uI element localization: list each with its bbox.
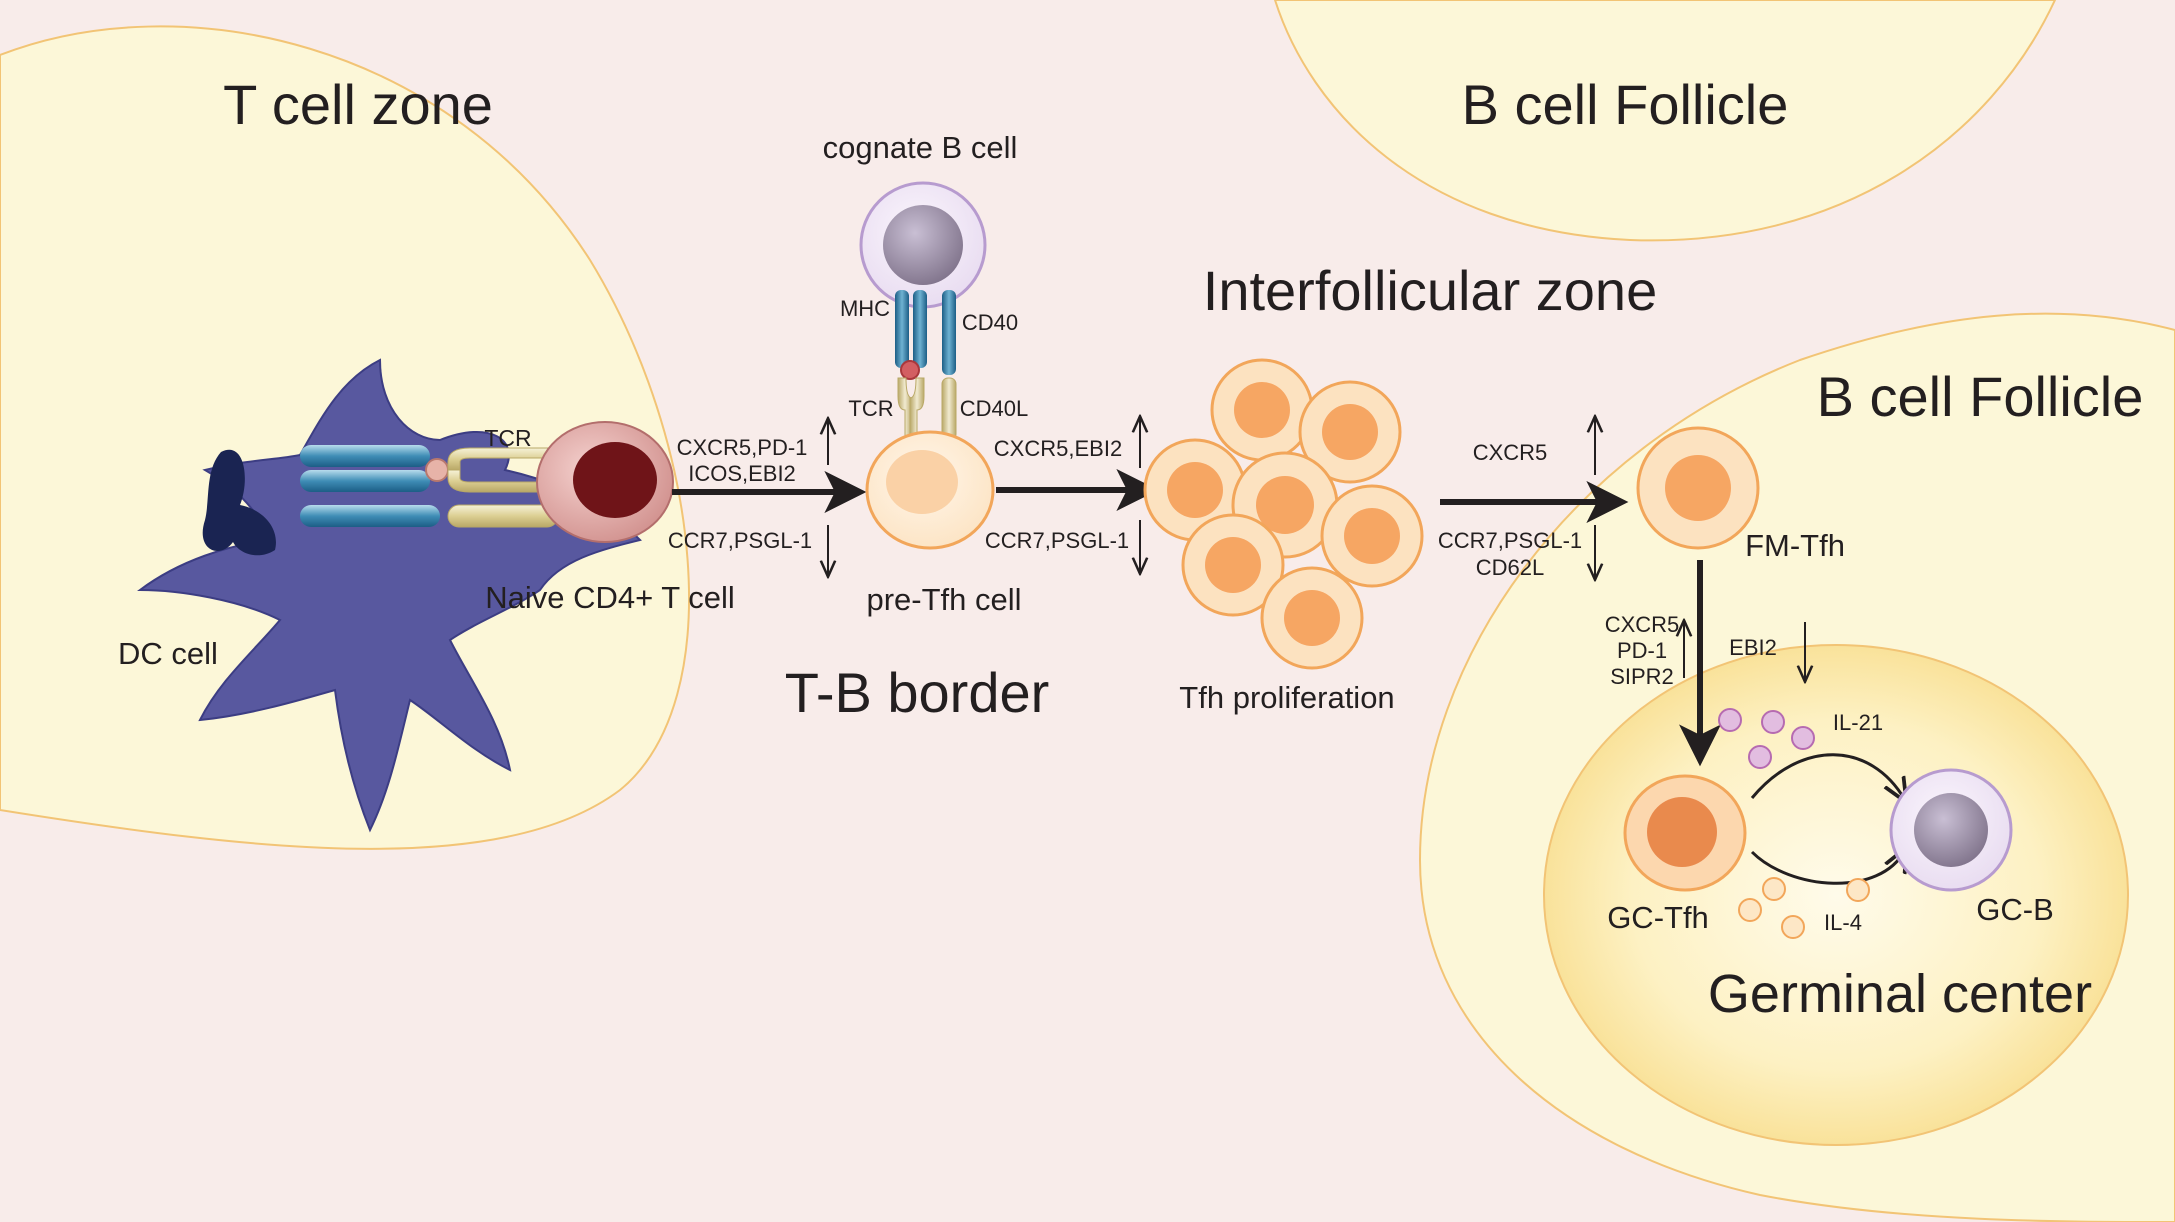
tfh-cell bbox=[1181, 513, 1285, 617]
step3-up-markers: CXCR5 bbox=[1473, 440, 1548, 465]
cd40l-label: CD40L bbox=[960, 396, 1028, 421]
tfh-cell bbox=[1260, 566, 1364, 670]
t-cell-zone-title: T cell zone bbox=[223, 73, 493, 136]
step2-down-markers: CCR7,PSGL-1 bbox=[985, 528, 1129, 553]
step1-up-markers-line2: ICOS,EBI2 bbox=[688, 461, 796, 486]
il4-cytokines bbox=[1738, 877, 1870, 939]
pre-tfh-cell-label: pre-Tfh cell bbox=[866, 582, 1021, 617]
gc-tfh-label: GC-Tfh bbox=[1607, 900, 1709, 935]
fm-tfh-cell bbox=[1636, 426, 1760, 550]
step4-up-markers-line1: CXCR5 bbox=[1605, 612, 1680, 637]
gc-b-cell bbox=[1889, 768, 2013, 892]
il4-label: IL-4 bbox=[1824, 910, 1862, 935]
tfh-cell bbox=[1143, 438, 1247, 542]
tfh-cell bbox=[1210, 358, 1314, 462]
il21-cytokines bbox=[1718, 708, 1815, 769]
b-t-receptor-complex bbox=[895, 290, 957, 441]
b-cell-follicle-right-title: B cell Follicle bbox=[1817, 365, 2144, 428]
naive-cd4-t-cell-label: Naive CD4+ T cell bbox=[485, 580, 735, 615]
tfh-proliferation-label: Tfh proliferation bbox=[1179, 680, 1394, 715]
tcr-b-label: TCR bbox=[848, 396, 893, 421]
step3-down-markers-line1: CCR7,PSGL-1 bbox=[1438, 528, 1582, 553]
tfh-proliferation-cluster bbox=[1143, 358, 1424, 670]
arrow-gctfh-to-gcb-lower bbox=[1750, 850, 1905, 885]
germinal-center-title: Germinal center bbox=[1708, 964, 2092, 1024]
cognate-b-cell-label: cognate B cell bbox=[823, 130, 1018, 165]
germinal-center-region bbox=[1543, 644, 2129, 1146]
cognate-b-cell bbox=[859, 181, 987, 309]
dc-cell-label: DC cell bbox=[118, 636, 218, 671]
tcr-dc-label: TCR bbox=[484, 425, 531, 451]
il21-label: IL-21 bbox=[1833, 710, 1883, 735]
dc-cell bbox=[136, 358, 642, 833]
step4-up-markers-line3: SIPR2 bbox=[1610, 664, 1674, 689]
arrow-gctfh-to-gcb bbox=[1750, 753, 1905, 800]
gc-b-label: GC-B bbox=[1976, 892, 2054, 927]
naive-cd4-t-cell bbox=[536, 421, 674, 543]
interfollicular-zone-title: Interfollicular zone bbox=[1203, 259, 1657, 322]
fm-tfh-label: FM-Tfh bbox=[1745, 528, 1845, 563]
step1-down-markers: CCR7,PSGL-1 bbox=[668, 528, 812, 553]
dc-receptor-complex bbox=[300, 445, 559, 528]
step4-up-markers-line2: PD-1 bbox=[1617, 638, 1667, 663]
tfh-cell bbox=[1320, 484, 1424, 588]
step3-down-markers-line2: CD62L bbox=[1476, 555, 1544, 580]
pre-tfh-cell bbox=[865, 430, 995, 550]
step2-up-markers: CXCR5,EBI2 bbox=[994, 436, 1122, 461]
cd40-label: CD40 bbox=[962, 310, 1018, 335]
gc-tfh-cell bbox=[1623, 774, 1747, 892]
mhc-label: MHC bbox=[840, 296, 890, 321]
t-b-border-title: T-B border bbox=[785, 661, 1050, 724]
step1-up-markers-line1: CXCR5,PD-1 bbox=[677, 435, 808, 460]
step4-down-markers: EBI2 bbox=[1729, 635, 1777, 660]
tfh-cell bbox=[1298, 380, 1402, 484]
b-cell-follicle-top-title: B cell Follicle bbox=[1462, 73, 1789, 136]
b-cell-follicle-top-region bbox=[1273, 0, 2057, 242]
